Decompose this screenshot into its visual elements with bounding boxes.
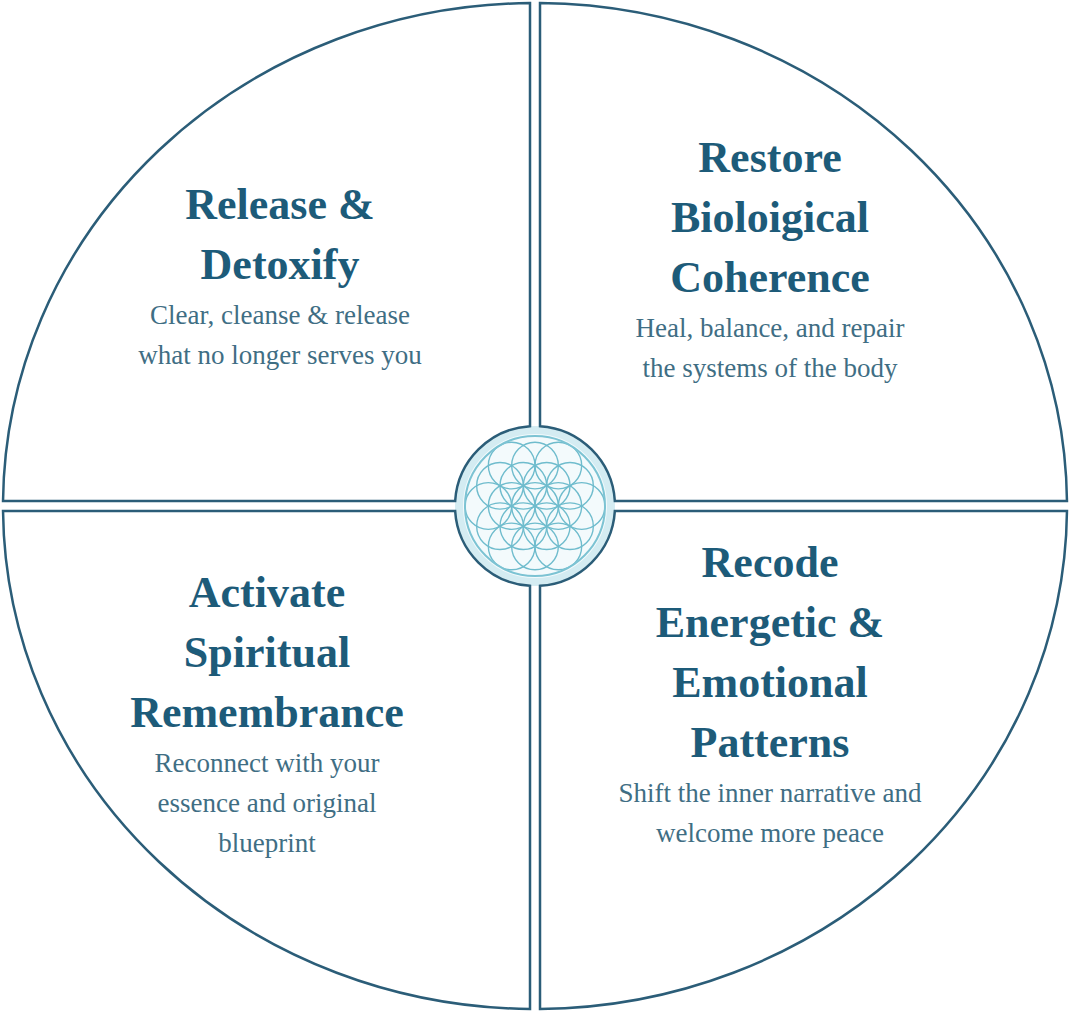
quadrant-shape	[3, 3, 530, 501]
quadrant-shape	[540, 3, 1067, 501]
flower-ring	[465, 436, 605, 576]
quadrant-shape	[3, 511, 530, 1009]
quadrant-heading: Activate Spiritual Remembrance	[102, 563, 432, 743]
text-column: Restore Bioloigical CoherenceHeal, balan…	[620, 128, 920, 388]
quadrant-segment: Recode Energetic & Emotional PatternsShi…	[538, 509, 1069, 1011]
text-column: Recode Energetic & Emotional PatternsShi…	[614, 533, 926, 853]
quadrant-heading: Release & Detoxify	[115, 175, 445, 295]
text-column: Release & DetoxifyClear, cleanse & relea…	[115, 175, 445, 375]
text-column: Activate Spiritual RemembranceReconnect …	[102, 563, 432, 863]
quadrant-description: Shift the inner narrative and welcome mo…	[614, 773, 926, 853]
flower-petal-circle	[558, 483, 605, 530]
flower-halo	[459, 430, 611, 582]
quadrant-description: Clear, cleanse & release what no longer …	[134, 295, 426, 375]
quadrant-segment: Release & DetoxifyClear, cleanse & relea…	[1, 1, 532, 503]
quadrant-description: Heal, balance, and repair the systems of…	[629, 308, 911, 388]
quadrant-outline	[538, 1, 1069, 503]
quadrant-segment: Activate Spiritual RemembranceReconnect …	[1, 509, 532, 1011]
quadrant-heading: Restore Bioloigical Coherence	[620, 128, 920, 308]
quadrant-shape	[540, 511, 1067, 1009]
quadrant-heading: Recode Energetic & Emotional Patterns	[628, 533, 913, 773]
quadrant-segment: Restore Bioloigical CoherenceHeal, balan…	[538, 1, 1069, 503]
quadrant-description: Reconnect with your essence and original…	[131, 743, 403, 863]
